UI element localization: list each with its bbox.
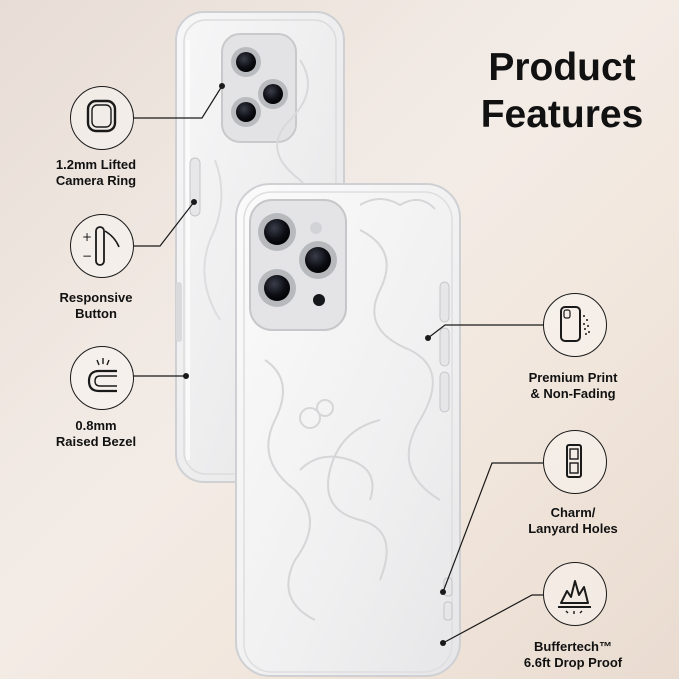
page-title: Product Features <box>462 44 662 138</box>
feature-raised-bezel-label: 0.8mm Raised Bezel <box>55 418 137 449</box>
feature-camera-ring-label: 1.2mm Lifted Camera Ring <box>55 157 137 188</box>
camera-ring-icon <box>70 86 134 150</box>
feature-lanyard-holes-label: Charm/ Lanyard Holes <box>528 505 618 536</box>
svg-text:+: + <box>82 230 92 244</box>
lanyard-holes-icon <box>543 430 607 494</box>
drop-proof-icon <box>543 562 607 626</box>
title-line-2: Features <box>480 93 644 136</box>
front-phone <box>235 183 461 677</box>
title-line-1: Product <box>488 46 636 89</box>
premium-print-icon <box>543 293 607 357</box>
feature-responsive-button-label: Responsive Button <box>59 290 133 321</box>
svg-text:−: − <box>82 249 92 263</box>
responsive-button-icon: + − <box>70 214 134 278</box>
feature-premium-print-label: Premium Print & Non-Fading <box>528 370 618 401</box>
raised-bezel-icon <box>70 346 134 410</box>
feature-drop-proof-label: Buffertech™ 6.6ft Drop Proof <box>523 639 623 670</box>
